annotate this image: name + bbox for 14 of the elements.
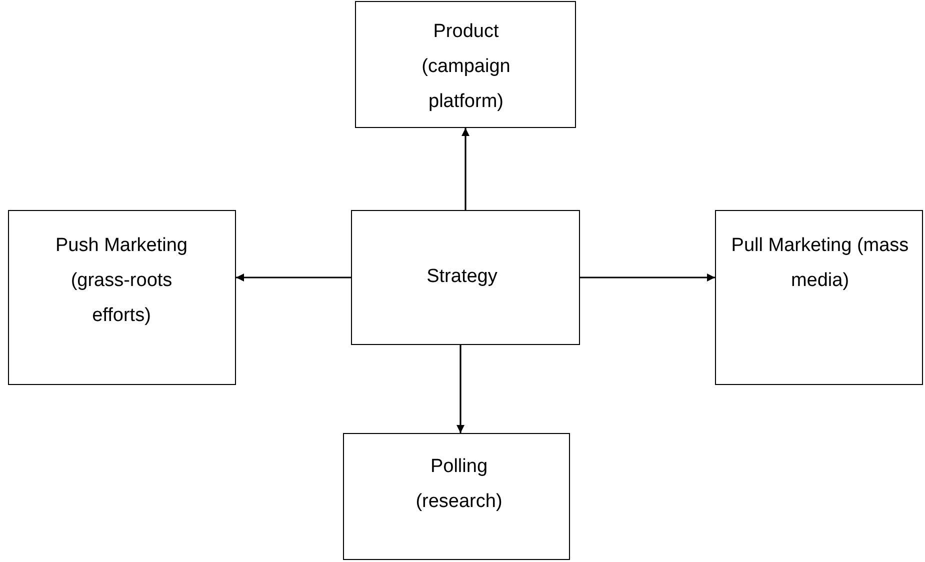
arrow [456,345,464,433]
arrow [236,274,351,282]
box-label: Push Marketing (grass-roots efforts) [54,234,188,328]
box-label: Strategy [426,265,498,289]
box-label: Pull Marketing (mass media) [730,234,910,293]
box-label: Polling (research) [414,455,504,514]
arrow [462,128,470,210]
arrow [580,274,715,282]
process-box [355,1,576,128]
process-box [8,210,236,385]
process-box [343,433,570,560]
process-box [351,210,580,345]
box-label: Product (campaign platform) [420,20,512,114]
process-box [715,210,923,385]
